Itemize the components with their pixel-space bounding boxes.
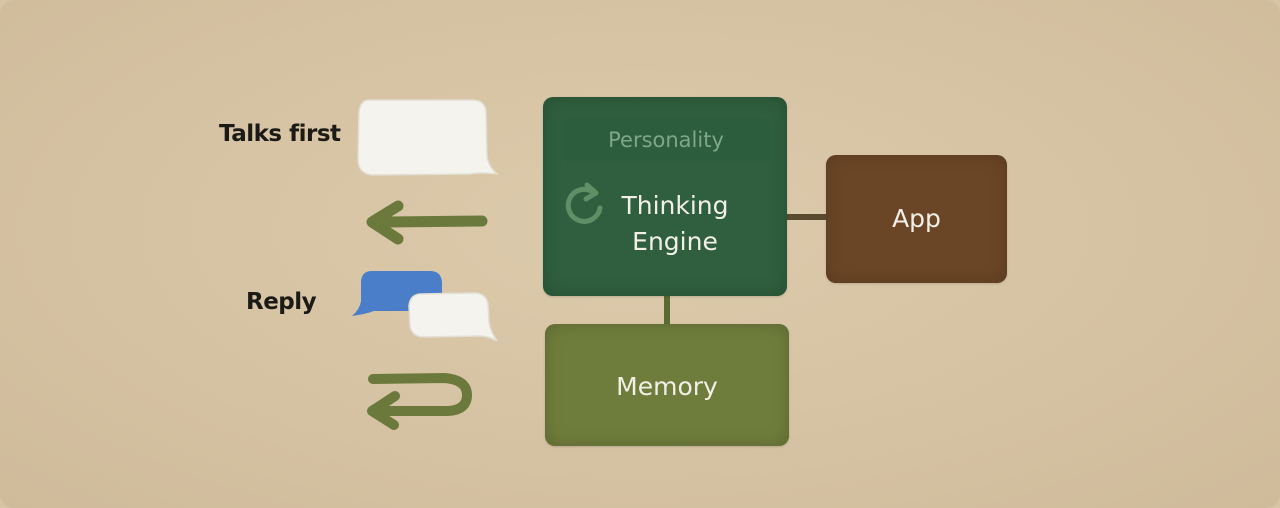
refresh-cycle-icon	[565, 182, 603, 224]
memory-block: Memory	[545, 324, 789, 446]
thinking-engine-line2: Engine	[632, 227, 718, 256]
thinking-engine-block: Personality Thinking Engine	[543, 97, 787, 296]
label-reply: Reply	[246, 289, 317, 315]
return-arrow-icon	[367, 373, 472, 430]
personality-bar: Personality	[563, 117, 769, 163]
thinking-engine-line1: Thinking	[621, 191, 729, 220]
thinking-engine-title: Thinking Engine	[605, 188, 745, 260]
app-block: App	[826, 155, 1007, 283]
label-talks-first: Talks first	[219, 121, 341, 147]
app-label: App	[892, 204, 941, 233]
memory-label: Memory	[616, 372, 718, 401]
left-arrow-icon	[366, 200, 488, 245]
speech-bubble-icon	[357, 99, 500, 176]
speech-bubble-icon	[408, 292, 498, 342]
